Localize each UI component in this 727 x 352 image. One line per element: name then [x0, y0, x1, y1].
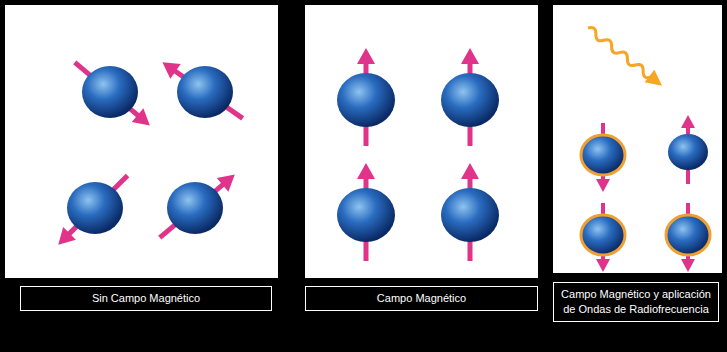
caption-box: Campo Magnético: [305, 286, 538, 311]
proton-sphere: [337, 73, 499, 242]
caption-text: Sin Campo Magnético: [27, 291, 265, 306]
radiofrequency-wave: [583, 22, 667, 92]
panel: [5, 5, 278, 278]
proton-sphere: [581, 134, 710, 255]
caption-text: Campo Magnético: [312, 291, 531, 306]
caption-box: Campo Magnético y aplicación de Ondas de…: [553, 282, 719, 322]
proton-sphere: [67, 66, 233, 234]
caption-box: Sin Campo Magnético: [20, 286, 272, 311]
spin-arrow: [52, 55, 248, 251]
panel: [305, 5, 538, 278]
caption-text: Campo Magnético y aplicación de Ondas de…: [560, 287, 712, 317]
panel: [553, 5, 722, 273]
